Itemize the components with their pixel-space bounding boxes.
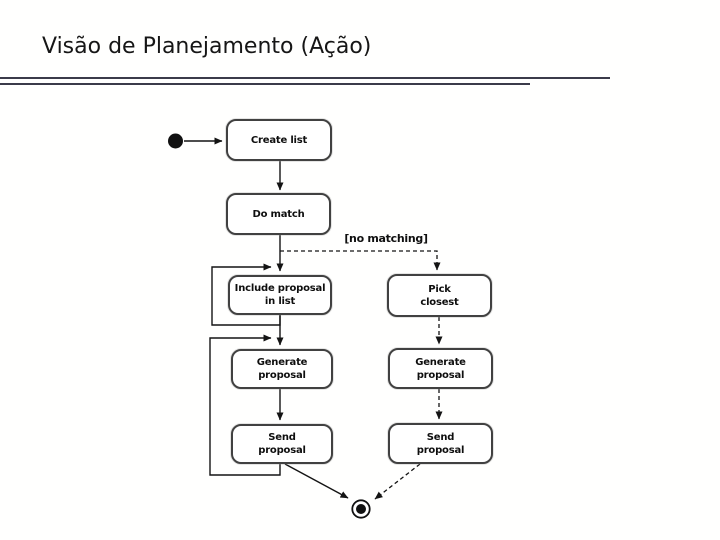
activity-do-match: Do match <box>226 193 331 235</box>
activity-label: Include proposal in list <box>234 283 326 307</box>
activity-label: Send proposal <box>258 432 306 456</box>
activity-label: Create list <box>250 134 308 146</box>
activity-generate-proposal-right: Generate proposal <box>388 348 493 389</box>
slide-title: Visão de Planejamento (Ação) <box>42 34 372 59</box>
initial-node <box>168 133 183 149</box>
guard-label-no-matching: [no matching] <box>344 232 428 245</box>
edge-send-proposal-left-to-final <box>284 463 349 499</box>
activity-label: Generate proposal <box>415 356 466 381</box>
activity-include-proposal-in-list: Include proposal in list <box>228 275 332 315</box>
activity-create-list: Create list <box>226 119 332 161</box>
activity-label: Do match <box>252 208 305 220</box>
activity-label: Send proposal <box>416 431 465 456</box>
edge-send-proposal-loop-back-to-generate <box>209 334 281 476</box>
final-node-dot <box>356 504 366 514</box>
activity-label: Pick closest <box>420 283 459 308</box>
activity-pick-closest: Pick closest <box>387 274 492 317</box>
activity-send-proposal-left: Send proposal <box>231 424 333 464</box>
activity-generate-proposal-left: Generate proposal <box>231 349 333 389</box>
title-underline-bottom <box>0 83 530 85</box>
title-underline-top <box>0 77 610 79</box>
activity-send-proposal-right: Send proposal <box>388 423 493 464</box>
edge-send-proposal-right-to-final <box>374 463 421 500</box>
activity-label: Generate proposal <box>256 357 308 381</box>
edge-no-matching-branch-to-pick-closest <box>280 250 441 271</box>
